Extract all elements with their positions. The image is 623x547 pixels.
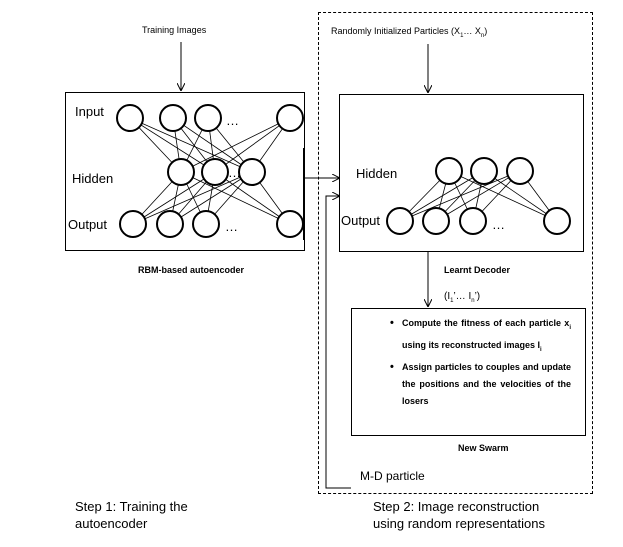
step2-region [318, 12, 593, 494]
step2-hidden-output-edge [399, 170, 521, 222]
step2-hidden-node [470, 157, 498, 185]
step1-input-node [159, 104, 187, 132]
particles-label: Randomly Initialized Particles (X1… Xn) [331, 26, 488, 39]
step2-hidden-output-edge [399, 170, 485, 222]
fitness-step-1: Compute the fitness of each particle xi … [388, 315, 571, 359]
step1-hidden-node [167, 158, 195, 186]
step2-output-ellipsis: … [492, 217, 505, 232]
step2-output-node [459, 207, 487, 235]
step1-hidden-output-edge [214, 171, 291, 225]
step1-output-node [192, 210, 220, 238]
step1-hidden-output-edge [132, 171, 253, 225]
step1-output-ellipsis: … [225, 219, 238, 234]
decoder-caption: Learnt Decoder [444, 265, 511, 275]
md-particle-label: M-D particle [360, 469, 425, 483]
step1-input-node [194, 104, 222, 132]
step2-output-node [422, 207, 450, 235]
step2-hidden-node [435, 157, 463, 185]
step1-hidden-node [238, 158, 266, 186]
step1-hidden-output-edge [169, 171, 253, 225]
step2-output-layer-label: Output [341, 213, 381, 228]
step1-hidden-output-edge [132, 171, 216, 225]
step1-input-node [276, 104, 304, 132]
step1-input-hidden-edge [129, 117, 253, 173]
rbm-caption: RBM-based autoencoder [138, 265, 245, 275]
step1-input-hidden-edge [214, 117, 291, 173]
step1-input-hidden-edge [172, 117, 253, 173]
step1-input-hidden-edge [129, 117, 216, 173]
new-swarm-caption: New Swarm [458, 443, 509, 453]
step1-input-hidden-edge [180, 117, 291, 173]
step2-hidden-output-edge [483, 170, 558, 222]
feedback-loop [325, 196, 351, 489]
step1-output-node [119, 210, 147, 238]
fitness-steps-list: Compute the fitness of each particle xi … [388, 315, 571, 410]
training-images-label: Training Images [142, 25, 207, 35]
reconstructed-images-label: (I1’… In’) [444, 291, 481, 305]
step2-hidden-layer-label: Hidden [356, 166, 398, 181]
step1-input-layer-label: Input [75, 104, 104, 119]
step1-output-layer-label: Output [68, 217, 108, 232]
step1-autoencoder-box [65, 92, 305, 251]
fitness-step-2: Assign particles to couples and update t… [388, 359, 571, 410]
step2-decoder-box [339, 94, 584, 252]
step1-input-ellipsis: … [226, 113, 239, 128]
step1-hidden-ellipsis: … [228, 165, 241, 180]
step2-output-node [543, 207, 571, 235]
step1-title: Step 1: Training the autoencoder [75, 499, 188, 531]
step2-hidden-node [506, 157, 534, 185]
step1-output-node [156, 210, 184, 238]
step1-hidden-node [201, 158, 229, 186]
step2-hidden-output-edge [448, 170, 558, 222]
step1-hidden-output-edge [180, 171, 291, 225]
step2-hidden-output-edge [435, 170, 521, 222]
fitness-box: Compute the fitness of each particle xi … [351, 308, 586, 436]
step2-title: Step 2: Image reconstruction using rando… [373, 499, 545, 531]
step2-output-node [386, 207, 414, 235]
step1-hidden-layer-label: Hidden [72, 171, 114, 186]
step1-input-node [116, 104, 144, 132]
